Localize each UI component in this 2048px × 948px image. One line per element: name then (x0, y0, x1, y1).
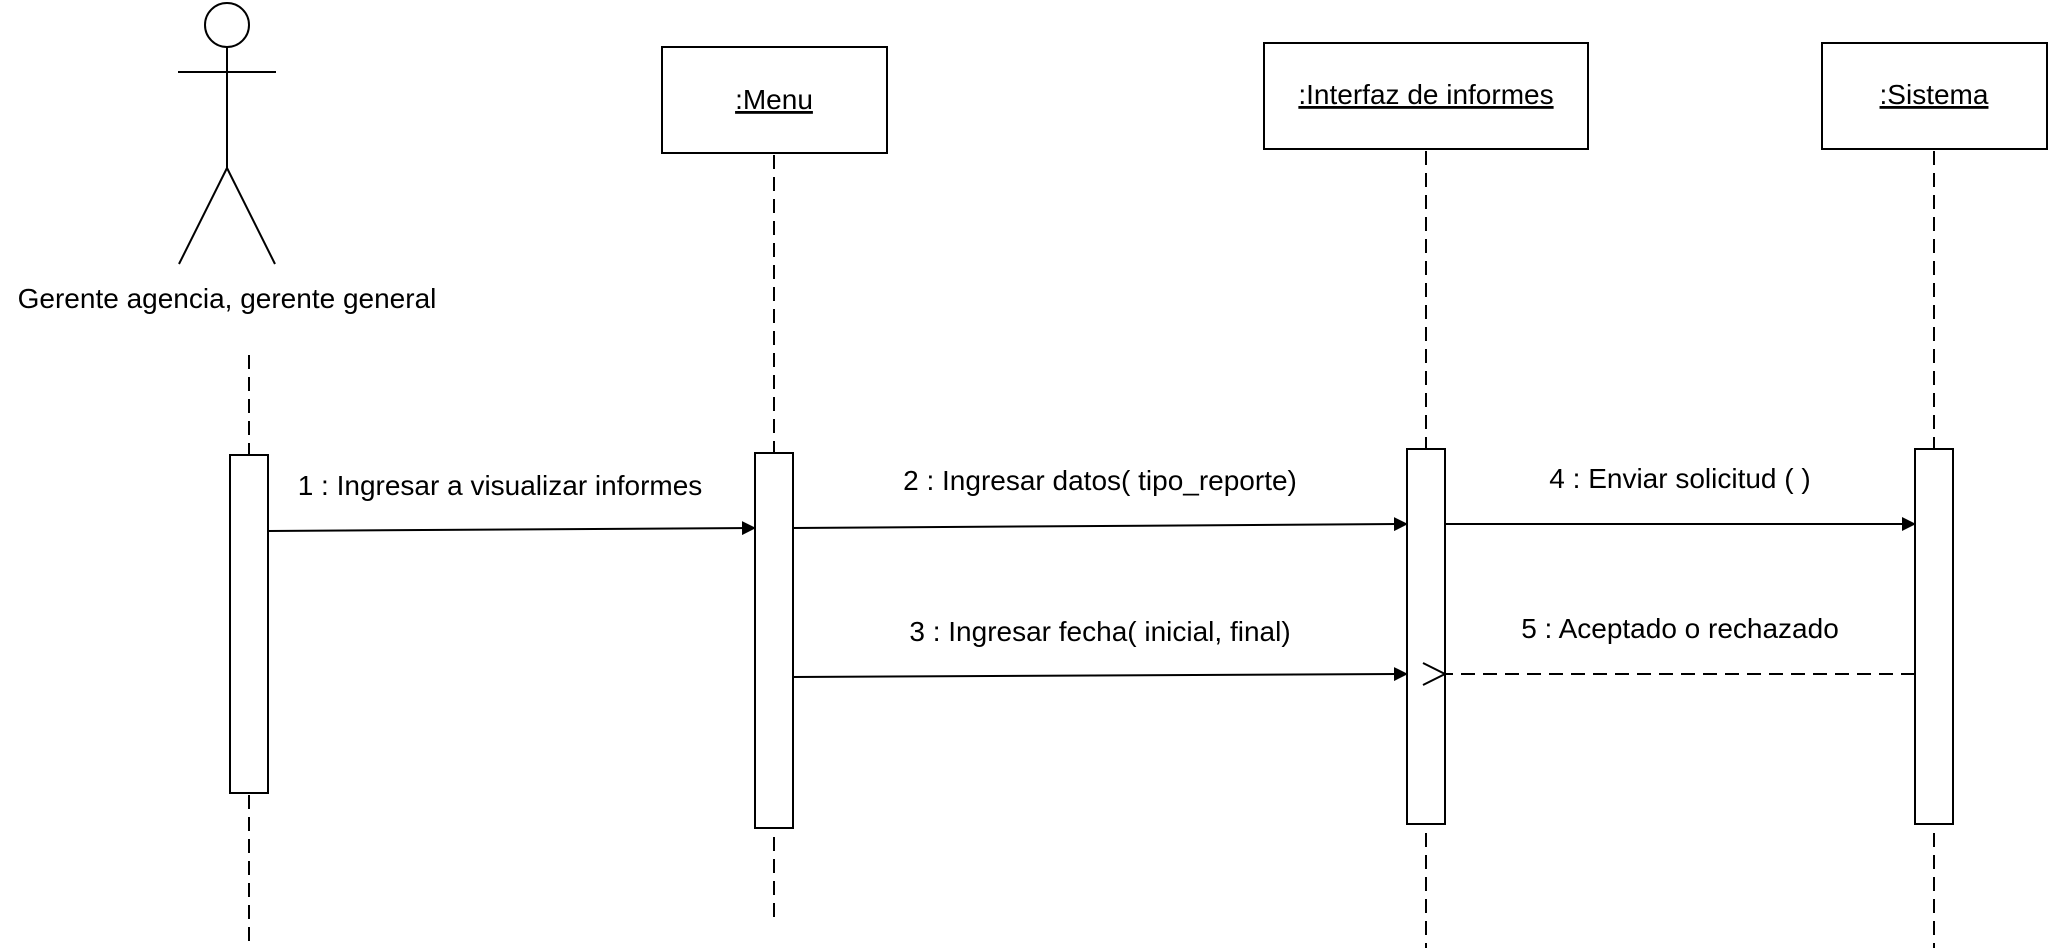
message-1: 1 : Ingresar a visualizar informes (267, 470, 756, 536)
object-interfaz-de-informes: :Interfaz de informes (1263, 42, 1589, 150)
message-3: 3 : Ingresar fecha( inicial, final) (792, 616, 1408, 682)
activation-actor (229, 454, 269, 794)
message-2: 2 : Ingresar datos( tipo_reporte) (792, 465, 1408, 532)
object-menu-label: :Menu (735, 84, 813, 115)
actor-name: Gerente agencia, gerente general (18, 283, 437, 314)
actor-gerente: Gerente agencia, gerente general (18, 2, 437, 314)
object-menu: :Menu (661, 46, 888, 154)
message-4-label: 4 : Enviar solicitud ( ) (1549, 463, 1810, 494)
message-5-label: 5 : Aceptado o rechazado (1521, 613, 1839, 644)
message-3-label: 3 : Ingresar fecha( inicial, final) (909, 616, 1290, 647)
activation-menu (754, 452, 794, 829)
activation-sistema (1914, 448, 1954, 825)
object-sistema-label: :Sistema (1880, 79, 1989, 110)
message-1-label: 1 : Ingresar a visualizar informes (298, 470, 703, 501)
object-sistema: :Sistema (1821, 42, 2048, 150)
object-interfaz-label: :Interfaz de informes (1298, 79, 1553, 110)
message-2-label: 2 : Ingresar datos( tipo_reporte) (903, 465, 1297, 496)
message-5: 5 : Aceptado o rechazado (1445, 613, 1915, 674)
actor-icon (178, 2, 276, 265)
message-4: 4 : Enviar solicitud ( ) (1445, 463, 1916, 531)
activation-interfaz (1406, 448, 1446, 825)
